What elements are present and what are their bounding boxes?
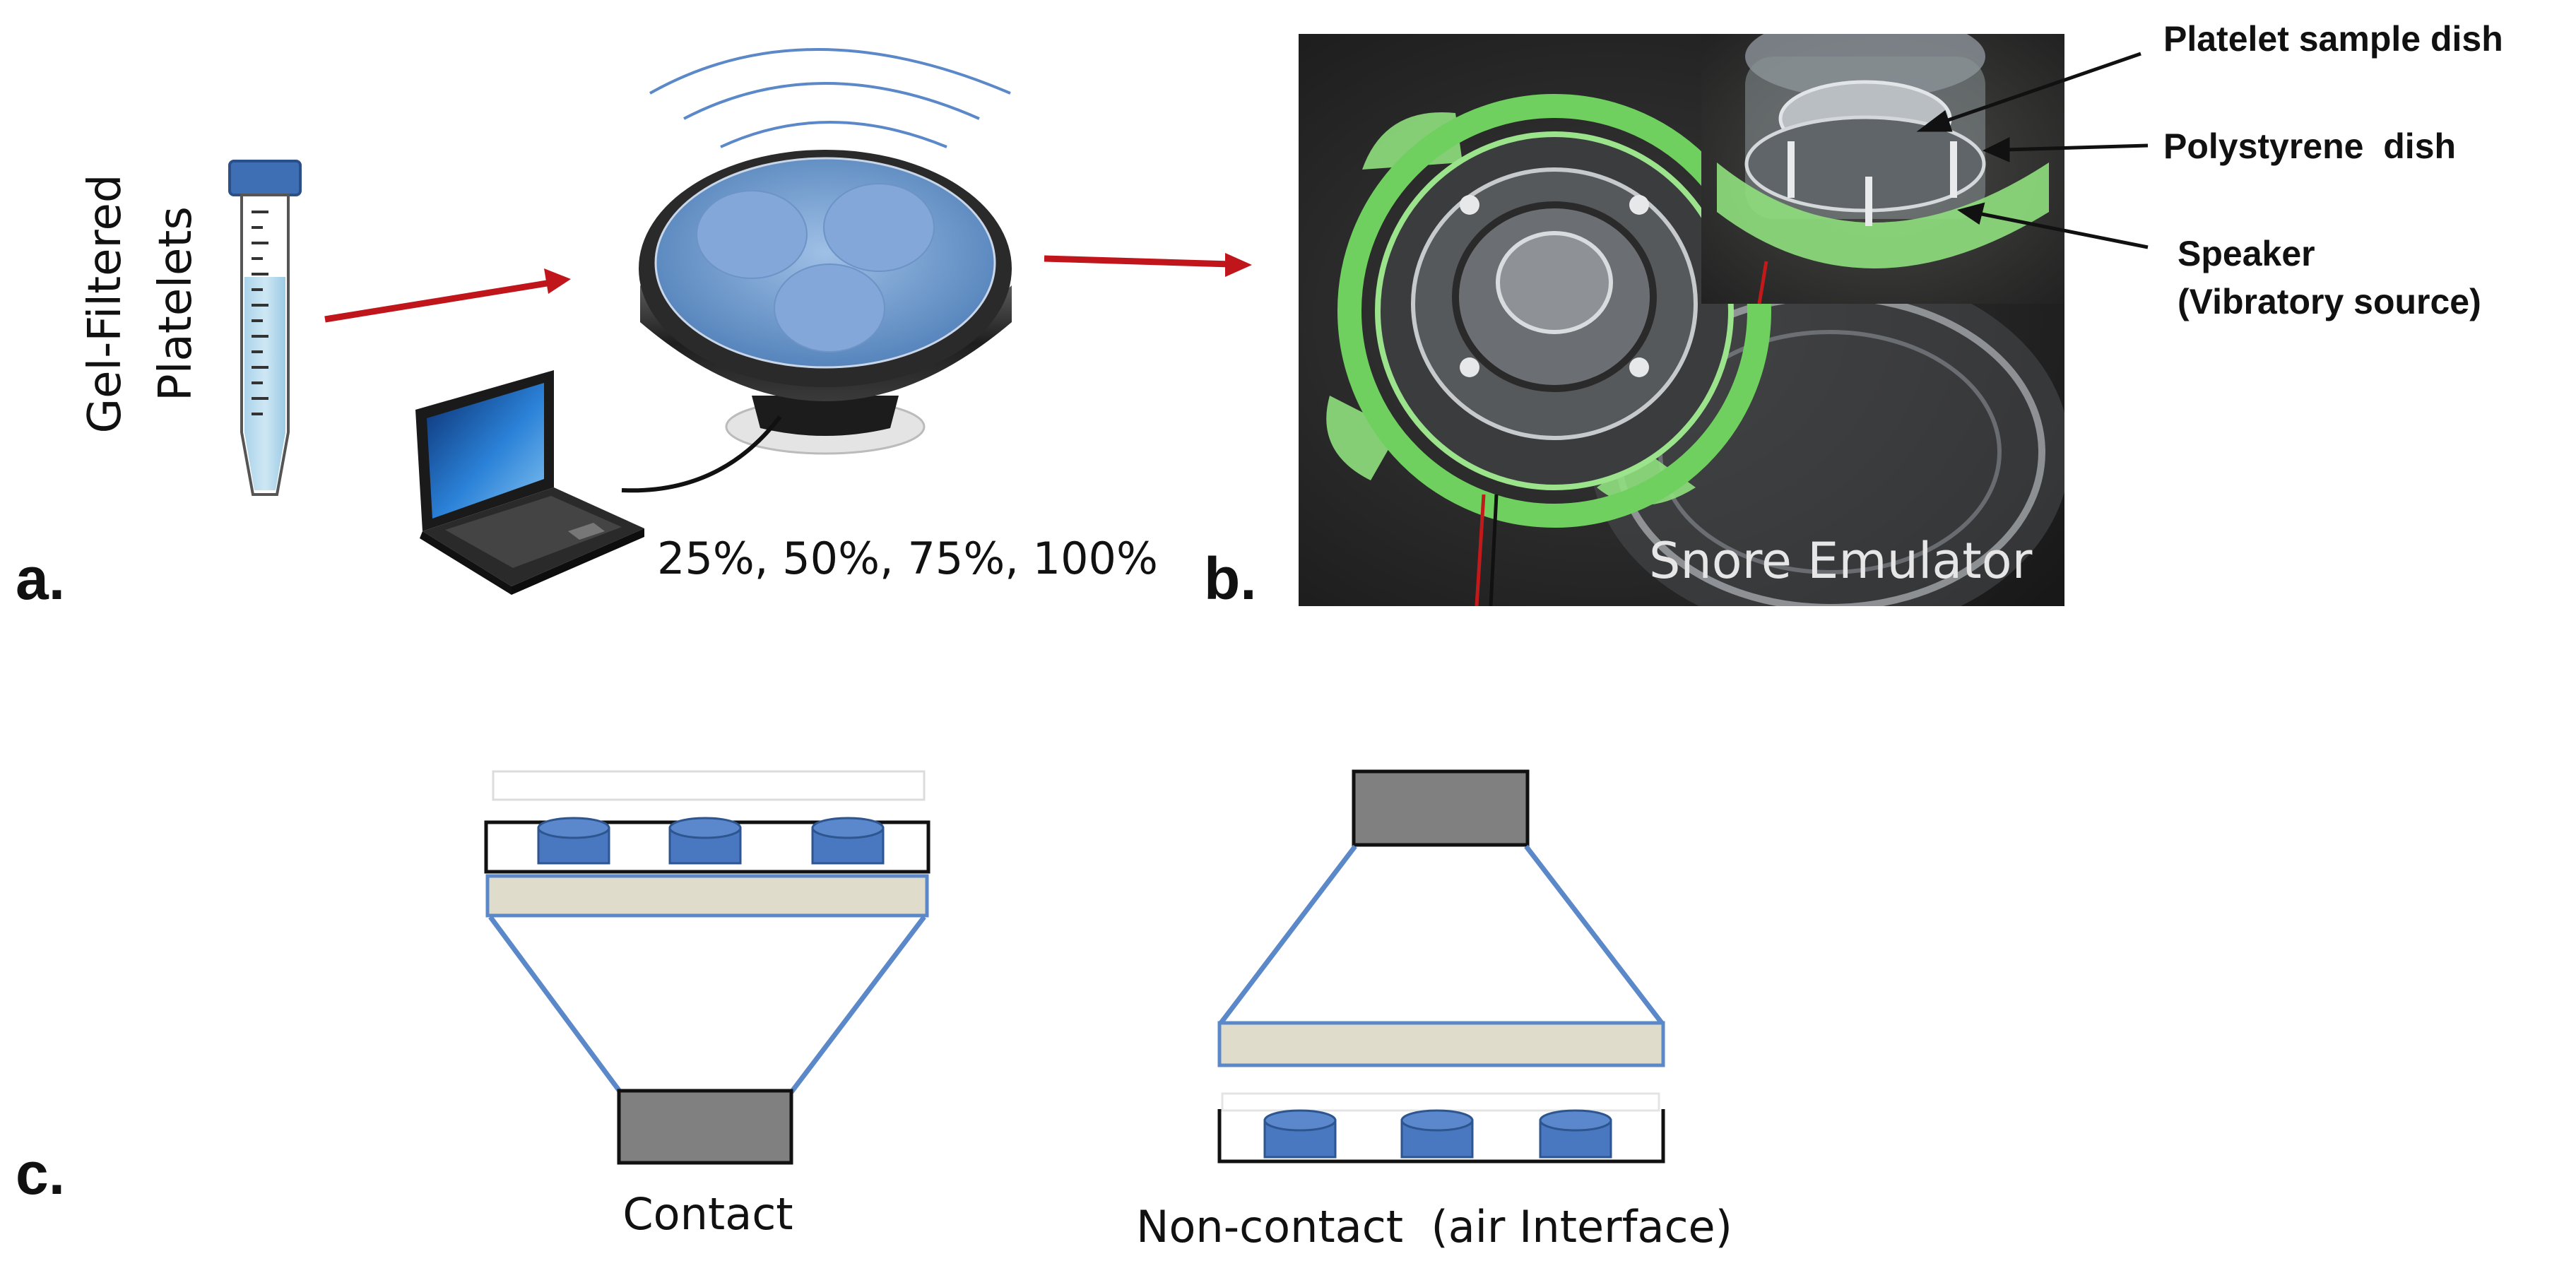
sound-wave-icon (649, 48, 1011, 148)
sample-well-icon (668, 817, 742, 865)
sample-well-icon (1539, 1109, 1612, 1159)
speaker-with-dishes-icon (639, 150, 1012, 455)
intensity-levels-text: 25%, 50%, 75%, 100% (657, 533, 1158, 584)
callout-sample-dish: Platelet sample dish (2163, 19, 2503, 59)
tube-label-line2: Platelets (150, 206, 202, 401)
arrow-tube-to-speaker (324, 268, 571, 323)
sample-well-icon (537, 817, 610, 865)
test-tube-icon (228, 160, 302, 496)
contact-diagram (484, 770, 930, 1165)
callout-polystyrene-dish: Polystyrene dish (2163, 126, 2456, 166)
inset-photo (1701, 34, 2064, 304)
arrow-speaker-to-photo (1044, 253, 1252, 277)
photo-caption: Snore Emulator (1649, 532, 2033, 590)
tube-label-line1: Gel-Filtered (79, 174, 131, 434)
green-lid (1326, 94, 1771, 528)
panel-c-label: c. (16, 1140, 65, 1207)
sample-well-icon (811, 817, 885, 865)
panel-b-label: b. (1204, 545, 1257, 612)
noncontact-caption: Non-contact (air Interface) (1136, 1201, 1732, 1253)
callout-speaker-line2: (Vibratory source) (2178, 282, 2481, 321)
contact-caption: Contact (622, 1188, 793, 1240)
panel-a-label: a. (16, 545, 65, 612)
callout-speaker-line1: Speaker (2178, 234, 2315, 273)
sample-well-icon (1263, 1109, 1337, 1159)
noncontact-diagram (1217, 769, 1665, 1164)
callout-arrows (1916, 52, 2149, 249)
sample-well-icon (1400, 1109, 1474, 1159)
laptop-icon (415, 370, 782, 595)
